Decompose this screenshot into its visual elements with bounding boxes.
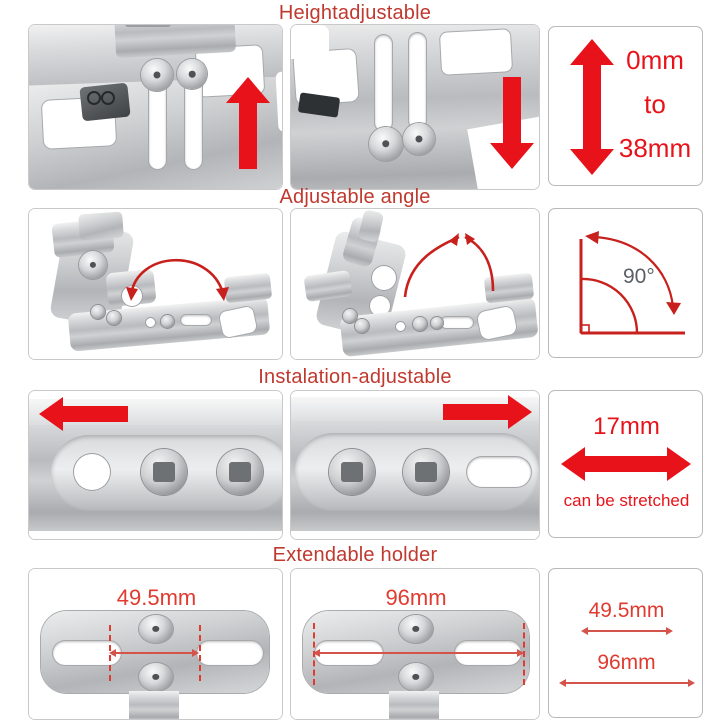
left-arrow-icon <box>39 397 131 431</box>
horizontal-double-arrow-icon <box>561 447 691 481</box>
photo-angle-middle <box>290 208 540 360</box>
section-title-holder: Extendable holder <box>272 544 438 566</box>
height-max-label: 38mm <box>618 133 692 163</box>
right-arrow-icon <box>439 395 533 429</box>
height-to-label: to <box>644 89 666 119</box>
holder-dimension-middle-label: 96mm <box>385 585 447 610</box>
photo-holder-middle: 96mm <box>290 568 540 720</box>
dimension-arrow-icon <box>313 649 524 658</box>
photo-holder-left: 49.5mm <box>28 568 283 720</box>
holder-dim-small-label: 49.5mm <box>588 599 665 622</box>
angle-value-label: 90° <box>623 265 655 288</box>
section-title-installation: Instalation-adjustable <box>258 366 452 388</box>
info-card-holder: 49.5mm 96mm <box>548 568 703 718</box>
dimension-arrow-icon <box>109 649 199 658</box>
curved-double-arrow-icon <box>403 233 495 298</box>
photo-height-left <box>28 24 283 190</box>
curved-double-arrow-icon <box>126 258 229 301</box>
vertical-double-arrow-icon <box>569 39 615 175</box>
down-arrow-icon <box>489 77 535 169</box>
section-title-height: Heightadjustable <box>278 2 432 24</box>
info-card-angle: 90° <box>548 208 703 358</box>
dimension-guide-right <box>199 625 201 681</box>
stretch-value-label: 17mm <box>593 413 660 440</box>
holder-dimension-left-label: 49.5mm <box>116 585 197 610</box>
section-title-angle: Adjustable angle <box>279 186 431 208</box>
photo-angle-left <box>28 208 283 360</box>
dimension-guide-right <box>523 623 525 685</box>
holder-dim-large-label: 96mm <box>597 651 656 674</box>
photo-installation-middle <box>290 390 540 540</box>
height-min-label: 0mm <box>626 45 684 75</box>
info-card-installation: 17mm can be stretched <box>548 390 703 538</box>
info-card-height: 0mm to 38mm <box>548 26 703 186</box>
right-angle-arc-icon <box>579 231 685 335</box>
dimension-arrow-icon <box>581 627 673 636</box>
stretch-caption-label: can be stretched <box>563 491 690 510</box>
dimension-arrow-icon <box>559 679 695 688</box>
photo-height-middle <box>290 24 540 190</box>
up-arrow-icon <box>225 77 271 169</box>
photo-installation-left <box>28 390 283 540</box>
